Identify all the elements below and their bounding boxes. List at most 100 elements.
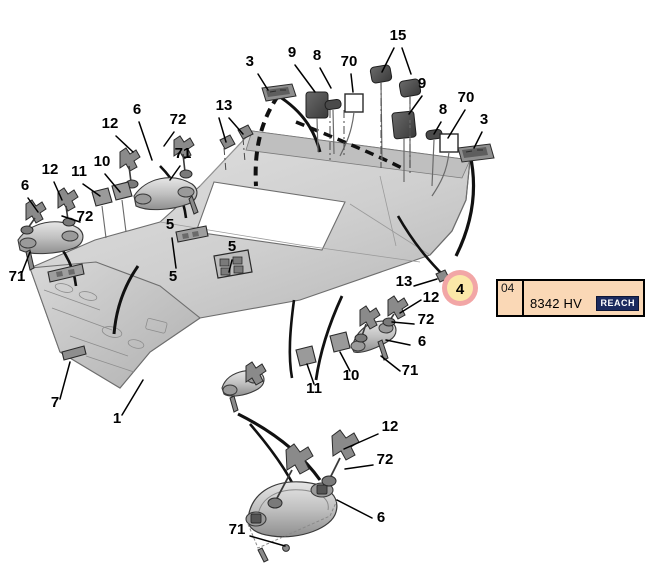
grab-handle-far-left [17, 187, 84, 271]
clip-71-ul [188, 195, 199, 215]
callout-6: 6 [377, 509, 385, 526]
callout-6: 6 [418, 333, 426, 350]
leader-line [343, 433, 379, 450]
leader-line [306, 363, 315, 385]
leader-line [53, 181, 63, 201]
legend-body: 8342 HV REACH [524, 281, 643, 315]
leader-line [218, 117, 227, 143]
leader-line [344, 464, 374, 470]
part-lamp-right [457, 143, 495, 163]
callout-7: 7 [51, 394, 59, 411]
callout-8: 8 [313, 47, 321, 64]
harness-arc-lower-center [314, 295, 344, 381]
callout-3: 3 [246, 53, 254, 70]
part-hook-11-lr [295, 345, 317, 367]
handle-socket-fl-a [19, 237, 37, 249]
trim-parts-5 [47, 225, 253, 283]
callout-3: 3 [480, 111, 488, 128]
part-hook-10-ul [111, 181, 133, 201]
leader-line [115, 135, 134, 153]
harness-arc-front [112, 265, 140, 335]
callout-12: 12 [102, 115, 119, 132]
callout-5: 5 [166, 216, 174, 233]
grab-handle-partial [221, 361, 267, 413]
leader-line [413, 278, 438, 287]
screw-group-lr [354, 295, 409, 343]
part-square-left [344, 93, 364, 113]
leader-line [82, 183, 101, 197]
leader-line [294, 64, 316, 93]
callout-12: 12 [42, 161, 59, 178]
callout-11: 11 [71, 163, 87, 180]
leader-line [401, 47, 412, 75]
centerlines-15 [329, 82, 411, 176]
leader-line [319, 67, 332, 89]
leader-line [336, 499, 373, 519]
grab-handle-bottom [245, 429, 360, 563]
callout-72: 72 [418, 311, 435, 328]
callout-71: 71 [9, 268, 26, 285]
callout-9: 9 [288, 44, 296, 61]
clip-71-bottom [257, 547, 269, 563]
callout-13: 13 [216, 97, 233, 114]
highlight-core [447, 275, 473, 301]
part-block-right [391, 110, 417, 140]
callout-12: 12 [423, 289, 440, 306]
clips-13-upper [219, 124, 254, 173]
leader-line [249, 535, 286, 547]
legend-index: 04 [498, 281, 524, 315]
leader-line [27, 197, 39, 213]
handle-socket-lr-a [350, 340, 366, 352]
legend-part-number: 8342 HV [530, 296, 582, 311]
clip-13-a [219, 134, 236, 150]
top-components [261, 64, 495, 197]
callout-15: 15 [390, 27, 407, 44]
leader-line [169, 165, 181, 181]
callout-72: 72 [170, 111, 187, 128]
clip-71-lr [377, 339, 389, 361]
handle-socket-ul-b [177, 186, 195, 198]
leader-line [228, 259, 233, 273]
callout-71: 71 [229, 521, 246, 538]
clip-13-b [237, 124, 254, 140]
callout-71: 71 [402, 362, 419, 379]
leader-line [391, 321, 415, 325]
hook-stems-ul [101, 199, 127, 239]
legend-box[interactable]: 04 8342 HV REACH [496, 279, 645, 317]
callout-13: 13 [396, 273, 413, 290]
callout-71: 71 [175, 145, 192, 162]
callout-6: 6 [21, 177, 29, 194]
leader-line [408, 95, 423, 115]
leader-line [228, 117, 244, 135]
clip-71-fl [25, 249, 35, 271]
callout-5: 5 [169, 268, 177, 285]
leader-line [257, 73, 269, 91]
part-lamp-left [261, 83, 297, 102]
leader-line [433, 121, 442, 135]
leader-line [20, 251, 31, 276]
leader-line [385, 339, 411, 346]
headliner-sunroof-opening [195, 181, 346, 251]
callout-6: 6 [133, 101, 141, 118]
screw-group-bottom [267, 429, 360, 509]
callout-8: 8 [439, 101, 447, 118]
handle-bracket-outline [247, 497, 339, 549]
part-hook-10-lr [329, 331, 351, 353]
headliner-right-rail [429, 159, 471, 256]
part-clip-15a [369, 64, 393, 84]
part-hook-11-ul [91, 187, 113, 207]
highlight-marker-4[interactable]: 4 [442, 270, 478, 306]
leader-line [380, 355, 401, 372]
screw-group-fl [20, 187, 79, 235]
part-5-block-c [213, 249, 253, 279]
headliner-front-edge [245, 130, 471, 179]
grab-handle-upper-left [91, 135, 199, 239]
callout-1: 1 [113, 410, 121, 427]
callout-5: 5 [228, 238, 236, 255]
harness-arc-right [454, 153, 476, 257]
callout-72: 72 [77, 208, 94, 225]
leader-line [339, 351, 351, 372]
